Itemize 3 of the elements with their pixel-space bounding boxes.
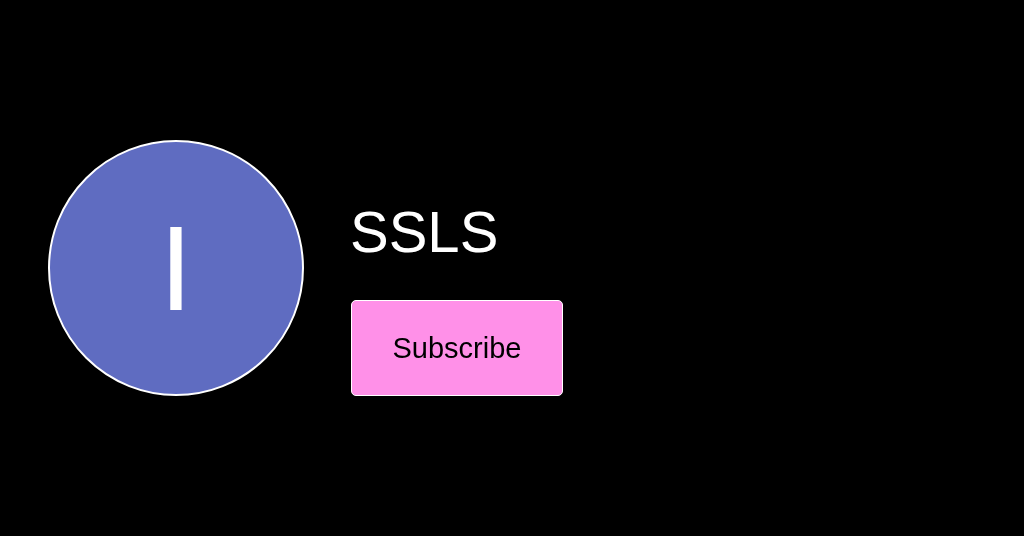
avatar-initial: I: [159, 208, 193, 328]
subscribe-button: Subscribe: [351, 300, 563, 396]
page-title: SSLS: [350, 203, 499, 261]
